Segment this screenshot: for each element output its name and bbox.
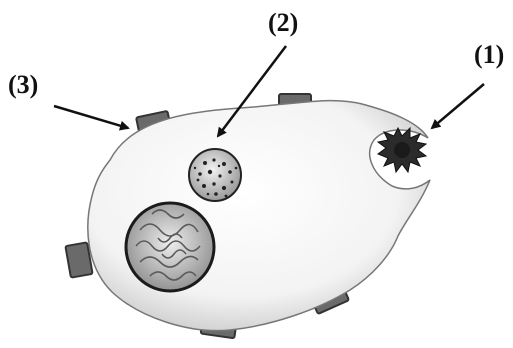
arrow-to-particle xyxy=(432,84,484,128)
vesicle xyxy=(189,149,241,201)
label-receptor: (3) xyxy=(8,72,38,98)
foreign-particle xyxy=(378,128,426,172)
receptor xyxy=(65,242,92,277)
label-vesicle: (2) xyxy=(268,10,298,36)
label-particle: (1) xyxy=(474,42,504,68)
arrow-to-receptor xyxy=(54,106,128,128)
nucleus xyxy=(126,203,214,291)
